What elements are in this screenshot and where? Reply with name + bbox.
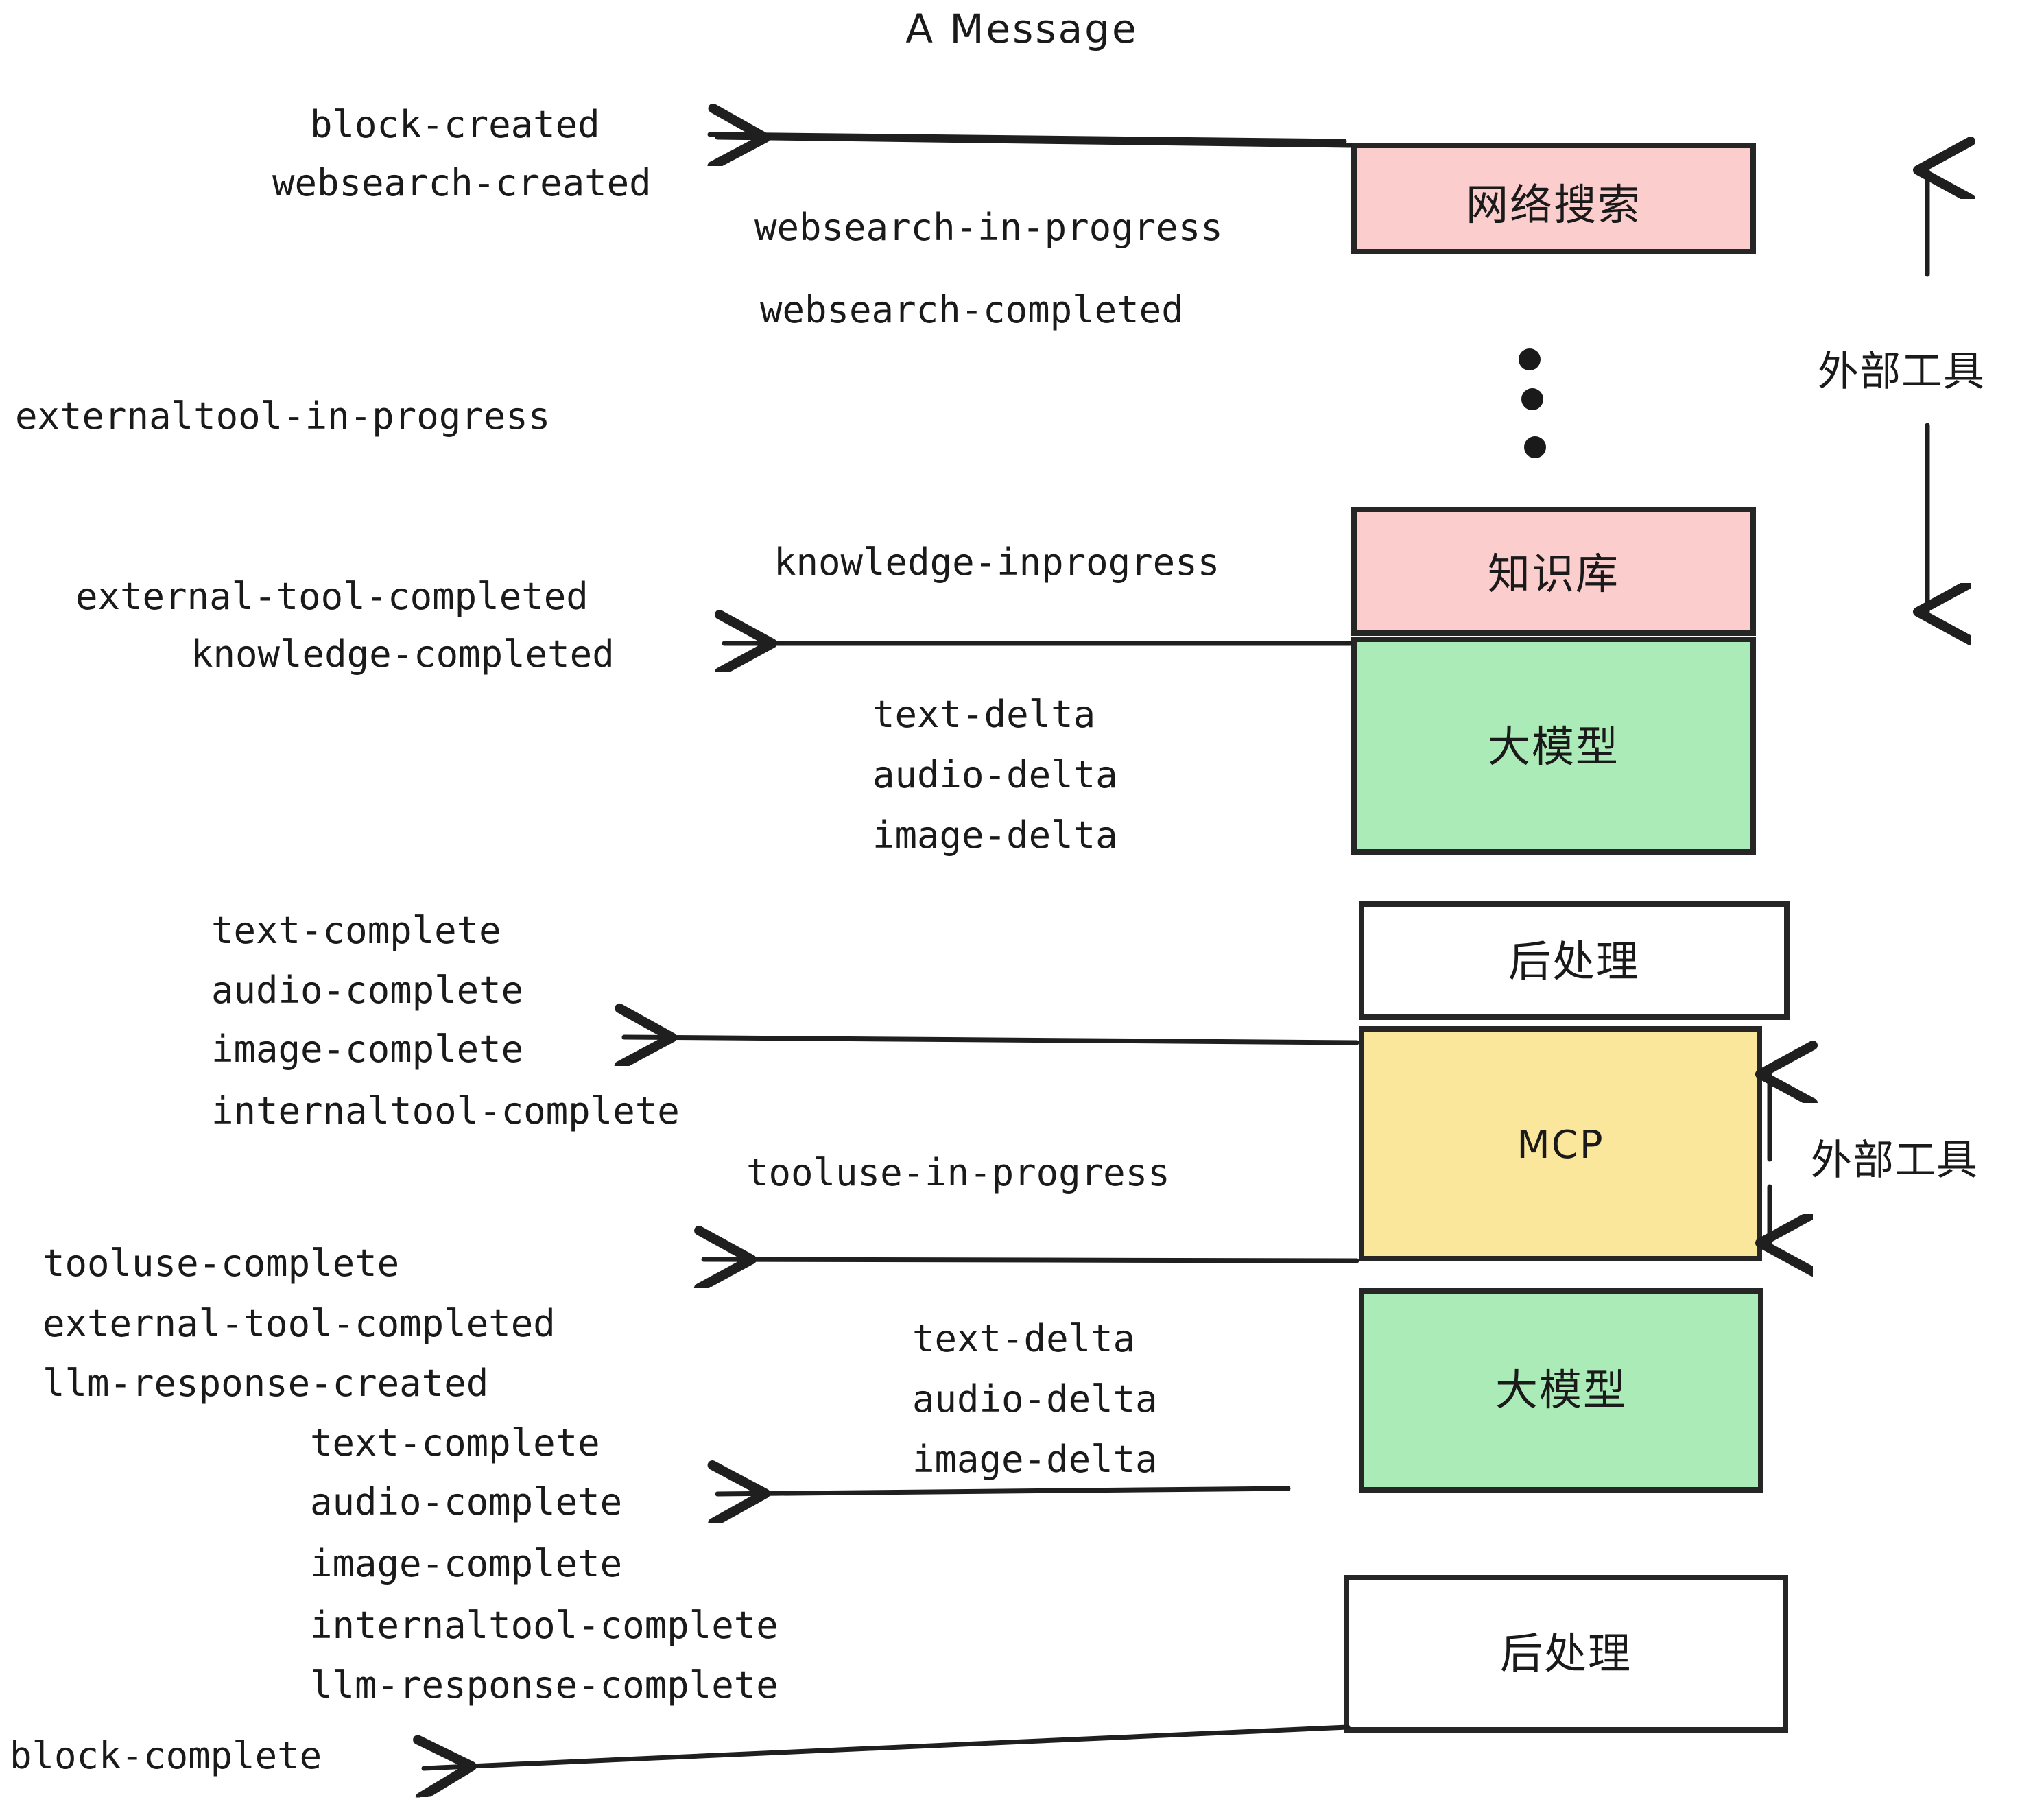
divider-line bbox=[707, 132, 1347, 144]
box-websearch-label: 网络搜索 bbox=[1466, 180, 1641, 230]
box-knowledge[interactable]: 知识库 bbox=[1351, 507, 1756, 636]
ellipsis-dot bbox=[1519, 348, 1541, 370]
box-llm-first-label: 大模型 bbox=[1488, 722, 1619, 772]
box-postprocess-second[interactable]: 后处理 bbox=[1344, 1575, 1788, 1733]
event-label-block-created: block-created bbox=[310, 103, 600, 146]
event-label-llm-response-complete: llm-response-complete bbox=[310, 1663, 779, 1707]
event-label-internaltool-complete-2: internaltool-complete bbox=[310, 1604, 779, 1647]
box-llm-second-label: 大模型 bbox=[1495, 1365, 1627, 1415]
box-postprocess-second-label: 后处理 bbox=[1500, 1628, 1632, 1678]
box-postprocess-first-label: 后处理 bbox=[1508, 936, 1640, 986]
event-label-text-complete-2: text-complete bbox=[310, 1421, 600, 1464]
event-label-audio-delta-2: audio-delta bbox=[912, 1377, 1158, 1421]
event-label-tooluse-in-progress: tooluse-in-progress bbox=[746, 1151, 1170, 1194]
box-postprocess-first-rect bbox=[1359, 901, 1790, 1020]
box-llm-first-rect bbox=[1351, 637, 1756, 855]
ellipsis-dot bbox=[1524, 436, 1546, 458]
event-label-websearch-in-progress: websearch-in-progress bbox=[754, 206, 1223, 249]
event-label-llm-response-created: llm-response-created bbox=[43, 1362, 488, 1405]
arrow-image-complete bbox=[624, 1037, 1359, 1043]
event-label-audio-complete-2: audio-complete bbox=[310, 1480, 622, 1523]
box-llm-first[interactable]: 大模型 bbox=[1351, 637, 1756, 855]
box-llm-second[interactable]: 大模型 bbox=[1359, 1288, 1763, 1493]
ellipsis-dot bbox=[1521, 388, 1543, 410]
box-llm-second-rect bbox=[1359, 1288, 1763, 1493]
event-label-knowledge-inprogress: knowledge-inprogress bbox=[774, 541, 1220, 584]
event-label-image-delta-2: image-delta bbox=[912, 1438, 1158, 1481]
event-label-text-complete-1: text-complete bbox=[211, 909, 501, 952]
box-postprocess-first[interactable]: 后处理 bbox=[1359, 901, 1790, 1020]
box-postprocess-second-rect bbox=[1344, 1575, 1788, 1733]
box-mcp-rect bbox=[1359, 1026, 1762, 1261]
event-label-text-delta-1: text-delta bbox=[872, 693, 1095, 736]
event-label-audio-delta-1: audio-delta bbox=[872, 753, 1118, 796]
page-title: A Message bbox=[905, 5, 1138, 52]
event-label-tooluse-complete: tooluse-complete bbox=[43, 1242, 399, 1285]
event-label-external-tool-completed-1: external-tool-completed bbox=[75, 575, 589, 618]
arrow-audio-complete bbox=[717, 1488, 1291, 1494]
event-label-image-complete-2: image-complete bbox=[310, 1542, 622, 1585]
event-label-external-tool-completed-2: external-tool-completed bbox=[43, 1302, 556, 1345]
event-label-audio-complete-1: audio-complete bbox=[211, 969, 523, 1012]
group-label-external-tools-top: 外部工具 bbox=[1818, 348, 1985, 396]
event-label-image-delta-1: image-delta bbox=[872, 814, 1118, 857]
event-label-websearch-created: websearch-created bbox=[272, 161, 652, 204]
box-websearch-rect bbox=[1351, 143, 1756, 254]
box-websearch[interactable]: 网络搜索 bbox=[1351, 143, 1756, 254]
ellipsis-dots bbox=[1519, 348, 1546, 458]
arrow-tooluse-complete bbox=[704, 1259, 1359, 1261]
group-label-external-tools-bottom: 外部工具 bbox=[1811, 1137, 1978, 1185]
event-label-knowledge-completed: knowledge-completed bbox=[191, 632, 615, 676]
event-label-text-delta-2: text-delta bbox=[912, 1317, 1135, 1360]
box-mcp[interactable]: MCP bbox=[1359, 1026, 1762, 1261]
event-label-externaltool-in-progress: externaltool-in-progress bbox=[15, 394, 550, 438]
box-knowledge-rect bbox=[1351, 507, 1756, 636]
arrow-block-complete bbox=[424, 1724, 1351, 1768]
event-label-websearch-completed: websearch-completed bbox=[760, 288, 1184, 331]
box-knowledge-label: 知识库 bbox=[1488, 549, 1619, 599]
event-label-internaltool-complete-1: internaltool-complete bbox=[211, 1089, 680, 1132]
arrow-block-created bbox=[717, 137, 1353, 145]
box-mcp-label: MCP bbox=[1517, 1123, 1604, 1167]
event-label-block-complete: block-complete bbox=[10, 1734, 322, 1777]
event-label-image-complete-1: image-complete bbox=[211, 1028, 523, 1071]
